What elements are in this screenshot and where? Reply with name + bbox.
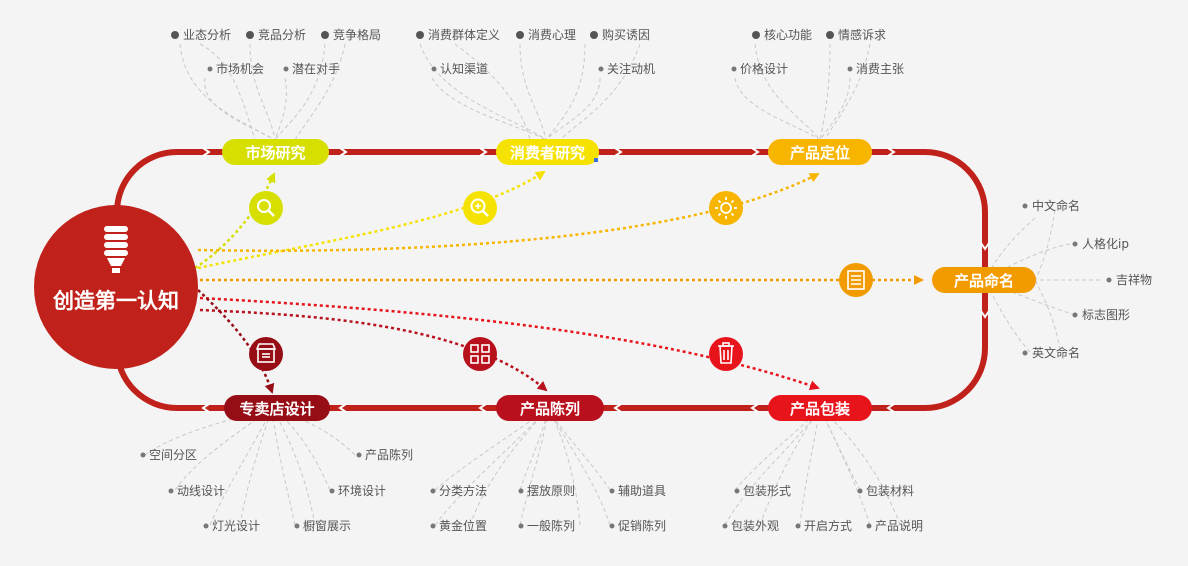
leaf-label: 竞争格局 xyxy=(333,27,381,42)
leaf-label: 竞品分析 xyxy=(258,28,306,42)
node-consumer: 消费者研究 xyxy=(496,139,599,165)
node-label: 专卖店设计 xyxy=(239,400,314,418)
zoom-in-icon xyxy=(470,198,486,214)
node-label: 产品陈列 xyxy=(520,400,580,418)
leaf-label: 包装材料 xyxy=(866,484,914,498)
leaf-label: 价格设计 xyxy=(740,61,788,76)
arrow-to-display xyxy=(199,308,548,392)
icon-packaging xyxy=(709,337,743,371)
cursor-mark xyxy=(594,158,598,162)
grid-icon xyxy=(470,344,490,364)
leaf-labels: 业态分析 竞品分析 竞争格局 市场机会 潜在对手 消费群体定义 消费心理 购买诱… xyxy=(140,27,1152,533)
icon-display xyxy=(463,337,497,371)
sun-icon xyxy=(715,197,737,219)
node-positioning: 产品定位 xyxy=(768,139,872,165)
node-label: 消费者研究 xyxy=(510,144,585,162)
leaf-label: 关注动机 xyxy=(607,61,655,76)
center-arrows xyxy=(194,170,924,394)
leaf-label: 空间分区 xyxy=(149,448,197,462)
icon-store xyxy=(249,337,283,371)
node-packaging: 产品包装 xyxy=(768,395,872,421)
node-label: 产品包装 xyxy=(790,400,851,418)
loop-direction-chevrons xyxy=(201,147,990,413)
node-store: 专卖店设计 xyxy=(224,395,330,421)
leaf-label: 情感诉求 xyxy=(838,27,886,42)
icon-naming xyxy=(839,263,873,297)
leaf-label: 产品陈列 xyxy=(365,447,413,462)
leaf-label: 产品说明 xyxy=(875,518,923,533)
leaf-label: 标志图形 xyxy=(1082,308,1130,322)
leaf-label: 开启方式 xyxy=(804,518,852,533)
lightbulb-icon xyxy=(104,226,128,273)
leaf-label: 分类方法 xyxy=(439,483,487,498)
center-label: 创造第一认知 xyxy=(52,289,179,313)
leaf-label: 消费主张 xyxy=(856,62,904,76)
center-node: 创造第一认知 xyxy=(34,205,198,369)
leaf-label: 中文命名 xyxy=(1032,198,1080,213)
node-label: 市场研究 xyxy=(245,144,305,162)
leaf-label: 黄金位置 xyxy=(439,518,487,533)
leaf-label: 辅助道具 xyxy=(618,484,666,498)
leaf-label: 消费群体定义 xyxy=(428,27,500,42)
arrow-to-market xyxy=(194,172,276,270)
leaf-label: 人格化ip xyxy=(1082,236,1129,251)
leaf-label: 认知渠道 xyxy=(440,62,488,76)
leaf-label: 包装形式 xyxy=(743,484,791,498)
arrow-to-store xyxy=(197,289,275,394)
arrow-to-positioning xyxy=(197,172,820,252)
leaf-label: 市场机会 xyxy=(216,61,264,76)
document-list-icon xyxy=(847,270,865,290)
trash-icon xyxy=(718,342,734,364)
node-naming: 产品命名 xyxy=(932,267,1036,293)
node-label: 产品命名 xyxy=(954,272,1014,290)
leaf-label: 包装外观 xyxy=(731,519,779,533)
leaf-label: 吉祥物 xyxy=(1116,273,1152,287)
leaf-label: 促销陈列 xyxy=(618,518,666,533)
node-market: 市场研究 xyxy=(222,139,329,165)
leaf-label: 核心功能 xyxy=(764,28,812,42)
arrow-to-consumer xyxy=(197,170,546,270)
leaf-label: 环境设计 xyxy=(338,483,386,498)
node-label: 产品定位 xyxy=(790,144,850,162)
shop-icon xyxy=(255,343,277,363)
leaf-label: 英文命名 xyxy=(1032,345,1080,360)
arrow-to-packaging xyxy=(199,296,820,391)
leaf-label: 动线设计 xyxy=(177,484,225,498)
leaf-label: 橱窗展示 xyxy=(303,519,351,533)
leaf-label: 一般陈列 xyxy=(527,518,575,533)
node-display: 产品陈列 xyxy=(496,395,604,421)
leaf-label: 灯光设计 xyxy=(212,519,260,533)
leaf-label: 摆放原则 xyxy=(527,483,575,498)
icon-consumer xyxy=(463,191,497,225)
leaf-label: 业态分析 xyxy=(183,28,231,42)
leaf-label: 购买诱因 xyxy=(602,27,650,42)
leaf-label: 潜在对手 xyxy=(292,62,340,76)
leaf-label: 消费心理 xyxy=(528,28,576,42)
icon-market xyxy=(249,191,283,225)
icon-positioning xyxy=(709,191,743,225)
magnifier-icon xyxy=(257,199,271,213)
